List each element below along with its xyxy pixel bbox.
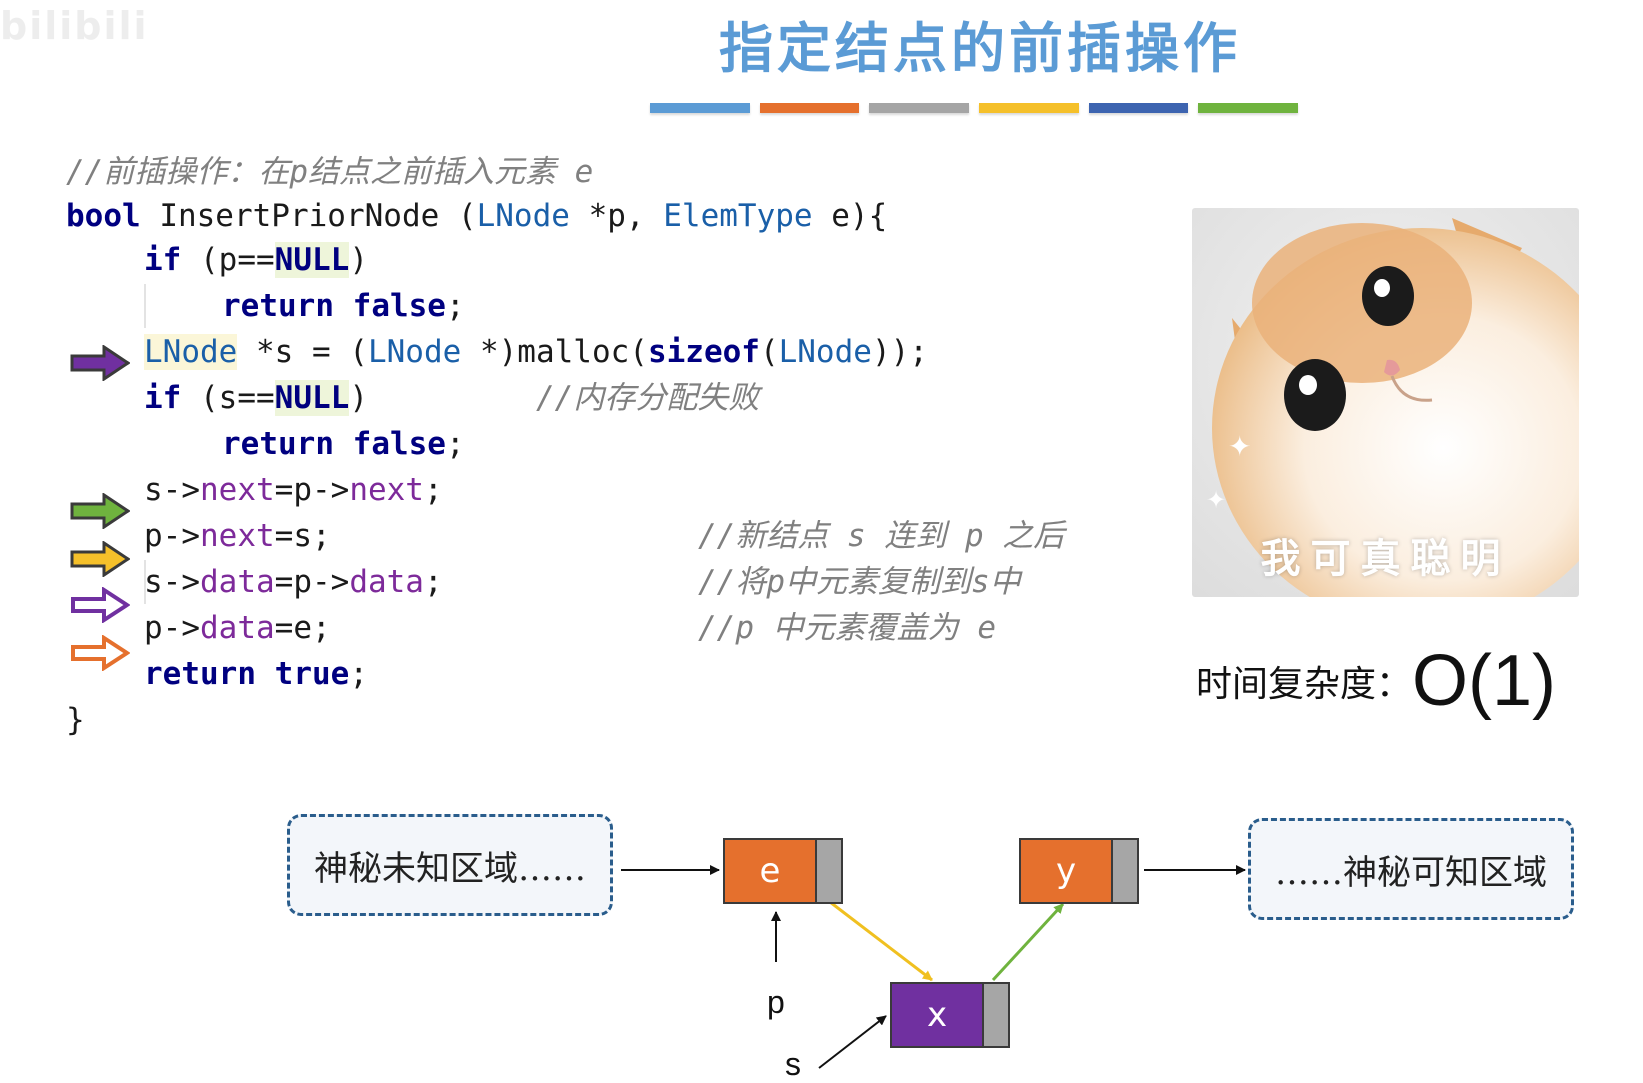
watermark: bilibili: [0, 4, 149, 48]
step-arrow-s-data-icon: [71, 587, 130, 623]
unknown-region: 神秘未知区域……: [287, 814, 613, 916]
step-arrow-malloc-icon: [70, 345, 130, 381]
node-y: y: [1019, 838, 1139, 904]
code-line-return-false: return false;: [222, 288, 465, 324]
pointer-s-arrow: [818, 1015, 887, 1069]
code-comment-copy: //将p中元素复制到s中: [698, 564, 1021, 600]
time-complexity: 时间复杂度：O(1): [1196, 640, 1556, 722]
complexity-value: O(1): [1412, 641, 1557, 721]
cat-caption: 我可真聪明: [1260, 536, 1511, 582]
pointer-p-label: p: [767, 984, 785, 1020]
code-line-s-data: s->data=p->data;: [144, 564, 443, 600]
color-bar: [869, 103, 970, 113]
svg-text:✦: ✦: [1206, 486, 1226, 514]
code-line-return-false-2: return false;: [222, 426, 465, 462]
color-bar: [650, 103, 750, 113]
color-bar-strip: [650, 103, 1299, 113]
indent-guide: [144, 560, 146, 604]
color-bar: [979, 103, 1079, 113]
code-line-signature: bool InsertPriorNode (LNode *p, ElemType…: [66, 198, 888, 234]
step-arrow-s-next-icon: [70, 493, 130, 529]
node-y-data: y: [1021, 840, 1111, 902]
code-line-p-data: p->data=e;: [144, 610, 331, 646]
color-bar: [759, 103, 860, 113]
code-line-s-next: s->next=p->next;: [144, 472, 443, 508]
step-arrow-p-next-icon: [70, 541, 130, 577]
edge-x-to-y: [991, 902, 1065, 982]
node-x: x: [890, 982, 1010, 1048]
svg-text:✦: ✦: [1228, 430, 1251, 463]
code-comment-alloc-fail: //内存分配失败: [536, 380, 760, 416]
code-line-if-s-null: if (s==NULL): [144, 380, 368, 416]
complexity-label: 时间复杂度：: [1196, 664, 1413, 705]
code-comment-link: //新结点 s 连到 p 之后: [698, 518, 1065, 554]
slide-title: 指定结点的前插操作: [719, 17, 1241, 80]
code-line-return-true: return true;: [144, 656, 368, 692]
code-comment-overwrite: //p 中元素覆盖为 e: [698, 610, 996, 646]
color-bar: [1088, 103, 1189, 113]
code-line-malloc: LNode *s = (LNode *)malloc(sizeof(LNode)…: [144, 334, 928, 370]
node-e-next-pointer: [815, 840, 841, 902]
code-line-close-brace: }: [66, 702, 85, 738]
code-line-p-next: p->next=s;: [144, 518, 331, 554]
node-e: e: [723, 838, 843, 904]
code-comment-header: //前插操作：在p结点之前插入元素 e: [66, 154, 594, 190]
node-x-data: x: [892, 984, 982, 1046]
node-e-data: e: [725, 840, 815, 902]
known-region: ……神秘可知区域: [1248, 818, 1574, 920]
color-bar: [1198, 103, 1299, 113]
node-x-next-pointer: [982, 984, 1008, 1046]
code-line-if-p-null: if (p==NULL): [144, 242, 368, 278]
node-y-next-pointer: [1111, 840, 1137, 902]
cat-meme-image: ✦ ✦ 我可真聪明: [1192, 208, 1579, 597]
pointer-s-label: s: [785, 1046, 801, 1082]
indent-guide: [144, 284, 146, 328]
edge-e-to-x: [829, 900, 933, 982]
cat-face-icon: ✦ ✦: [1192, 208, 1579, 597]
step-arrow-p-data-icon: [71, 635, 130, 671]
